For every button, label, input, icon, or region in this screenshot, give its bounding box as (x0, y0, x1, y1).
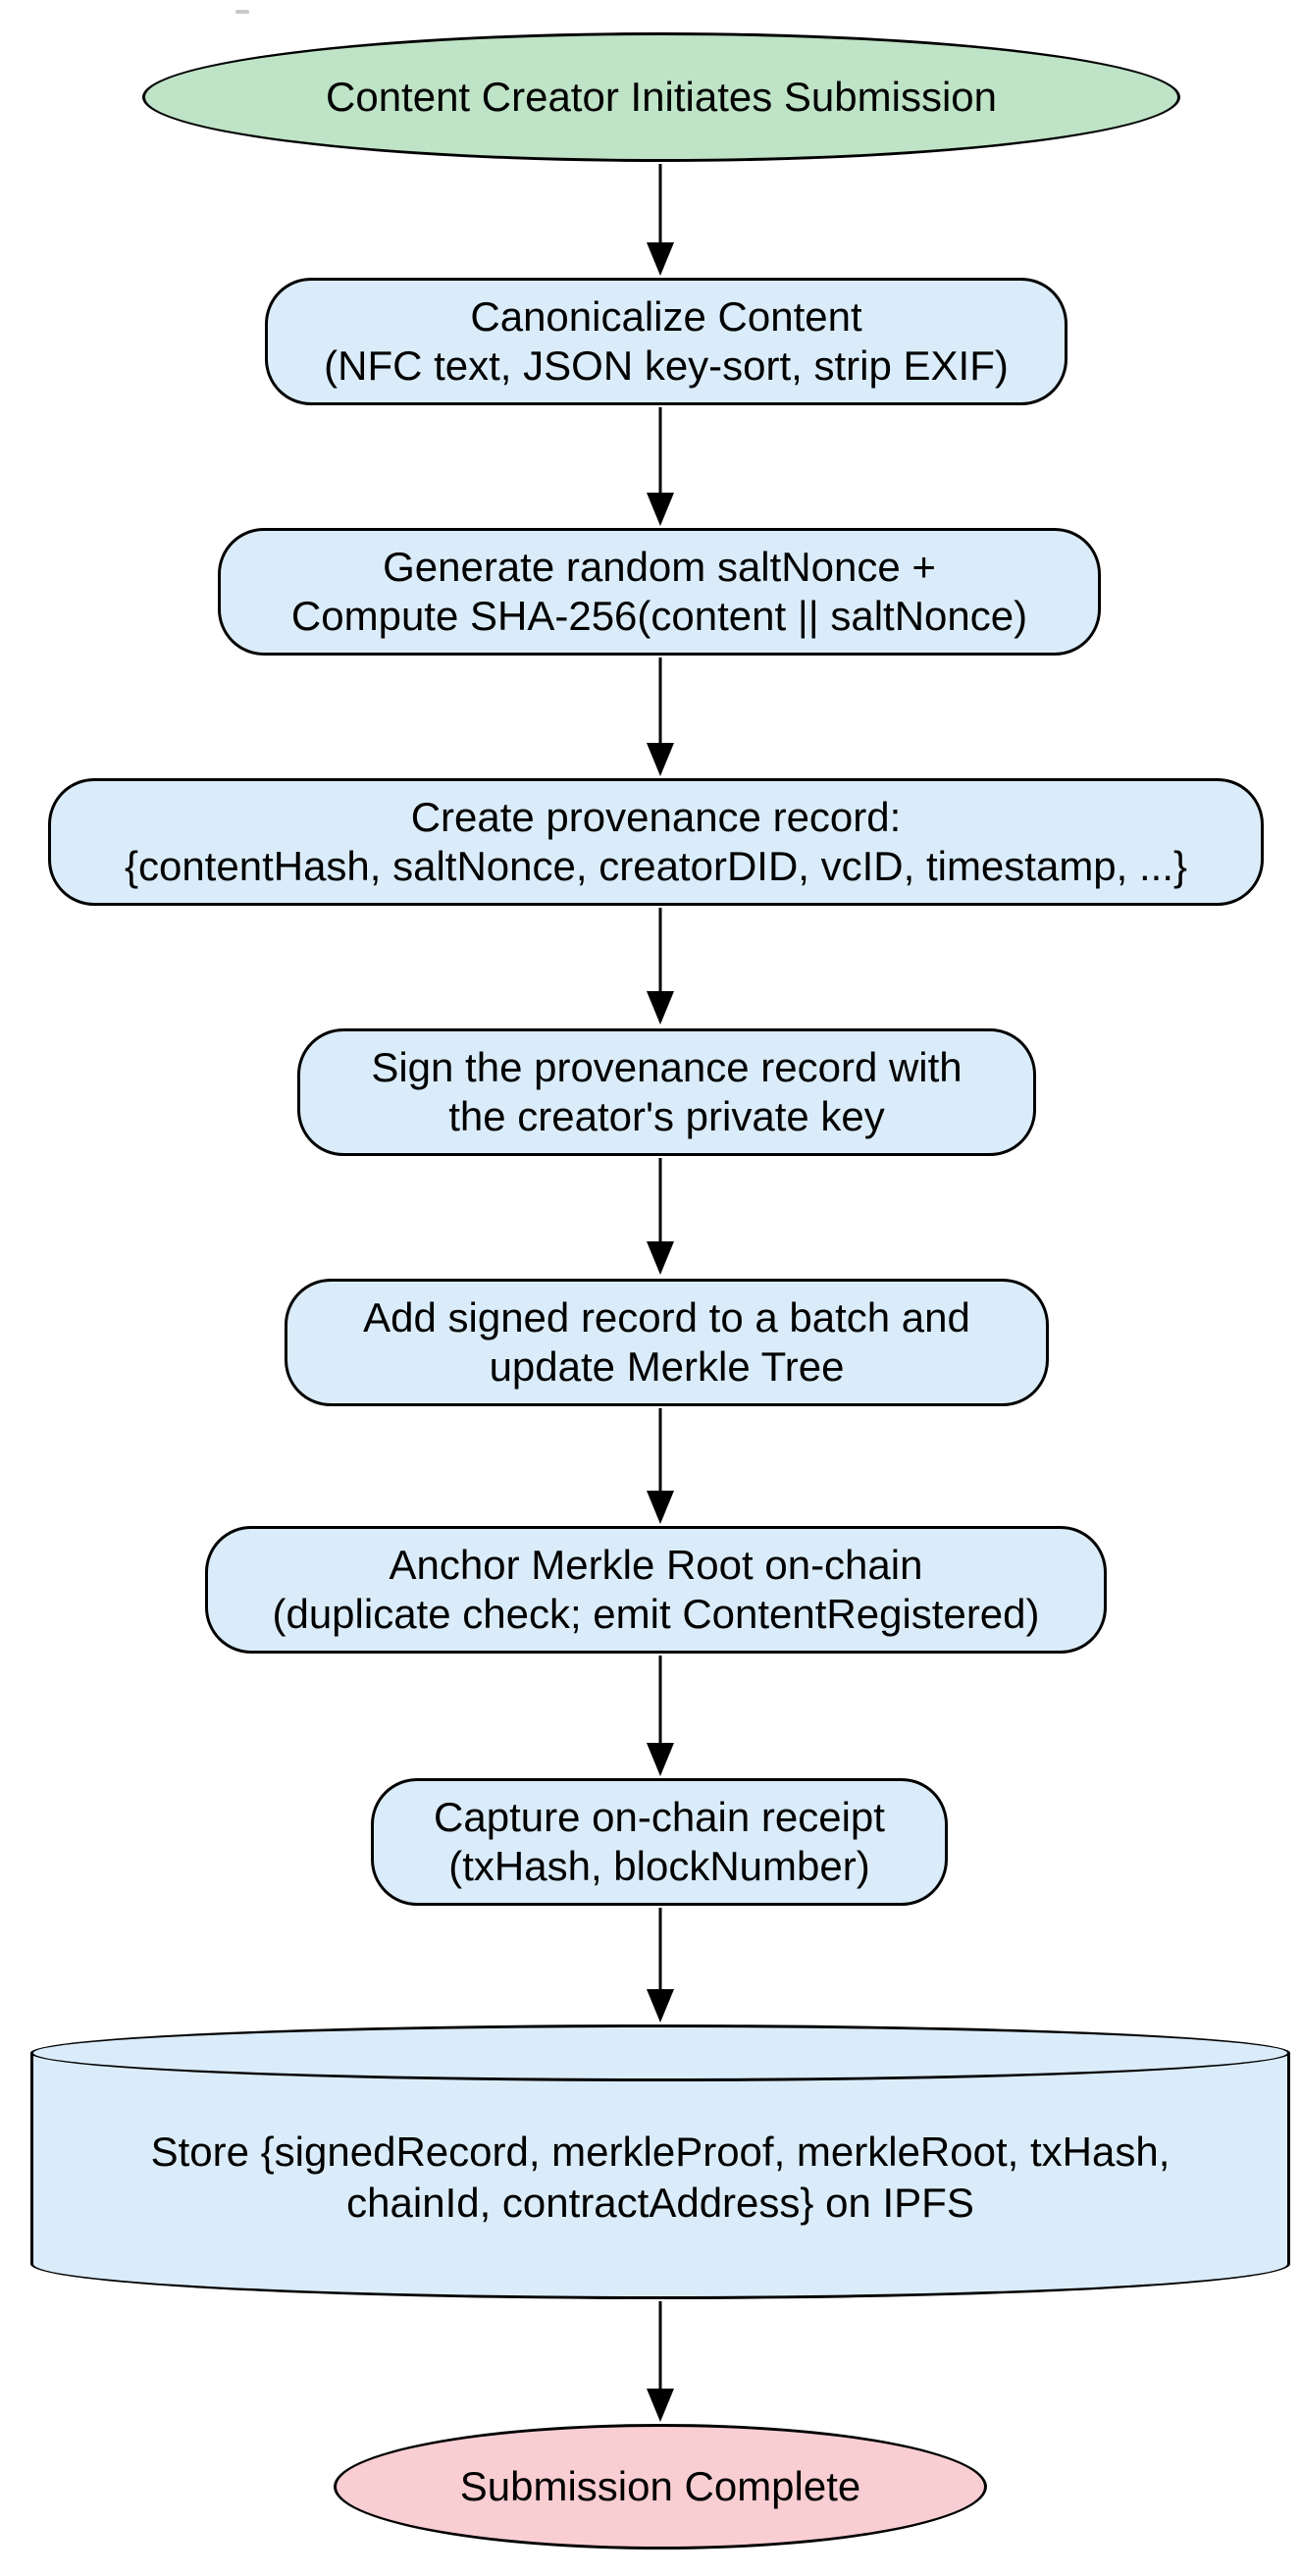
arrowhead-icon (647, 2389, 674, 2422)
node-hash: Generate random saltNonce + Compute SHA-… (218, 528, 1101, 656)
arrow-stem (658, 1908, 662, 1997)
arrow-stem (658, 1158, 662, 1249)
arrowhead-icon (647, 1743, 674, 1776)
node-start-label: Content Creator Initiates Submission (326, 74, 997, 120)
edge-sign-to-batch (647, 1158, 674, 1275)
node-batch: Add signed record to a batch and update … (285, 1279, 1049, 1406)
node-receipt: Capture on-chain receipt (txHash, blockN… (371, 1778, 948, 1906)
node-start: Content Creator Initiates Submission (142, 32, 1180, 162)
arrowhead-icon (647, 1989, 674, 2023)
node-sign-line1: Sign the provenance record with (371, 1044, 963, 1090)
arrow-stem (658, 1408, 662, 1498)
arrowhead-icon (647, 991, 674, 1025)
arrow-stem (658, 657, 662, 751)
node-anchor-line1: Anchor Merkle Root on-chain (389, 1542, 923, 1588)
edge-hash-to-record (647, 657, 674, 776)
arrow-stem (658, 164, 662, 250)
arrow-stem (658, 2301, 662, 2396)
stray-artifact (235, 10, 249, 14)
node-canonicalize-line2: (NFC text, JSON key-sort, strip EXIF) (324, 342, 1009, 389)
node-canonicalize-line1: Canonicalize Content (470, 293, 862, 340)
node-record: Create provenance record: {contentHash, … (48, 778, 1264, 906)
node-store-label: Store {signedRecord, merkleProof, merkle… (30, 2081, 1290, 2274)
arrowhead-icon (647, 743, 674, 776)
edge-anchor-to-receipt (647, 1656, 674, 1776)
node-store-line1: Store {signedRecord, merkleProof, merkle… (150, 2129, 1171, 2175)
node-batch-line1: Add signed record to a batch and (363, 1294, 970, 1341)
node-batch-line2: update Merkle Tree (489, 1343, 845, 1390)
arrowhead-icon (647, 242, 674, 276)
arrow-stem (658, 407, 662, 500)
node-store-line2: chainId, contractAddress} on IPFS (346, 2180, 974, 2226)
arrowhead-icon (647, 1241, 674, 1275)
edge-canonicalize-to-hash (647, 407, 674, 526)
arrowhead-icon (647, 493, 674, 526)
node-anchor: Anchor Merkle Root on-chain (duplicate c… (205, 1526, 1107, 1654)
edge-record-to-sign (647, 908, 674, 1025)
edge-receipt-to-store (647, 1908, 674, 2023)
cylinder-body (30, 2053, 1290, 2299)
node-anchor-line2: (duplicate check; emit ContentRegistered… (272, 1591, 1040, 1637)
arrow-stem (658, 908, 662, 999)
node-end-label: Submission Complete (459, 2463, 861, 2509)
node-sign: Sign the provenance record with the crea… (297, 1028, 1036, 1156)
edge-store-to-end (647, 2301, 674, 2422)
node-store-ipfs: Store {signedRecord, merkleProof, merkle… (30, 2024, 1290, 2299)
arrow-stem (658, 1656, 662, 1751)
node-hash-line1: Generate random saltNonce + (383, 544, 936, 590)
node-receipt-line2: (txHash, blockNumber) (448, 1843, 870, 1889)
node-record-line2: {contentHash, saltNonce, creatorDID, vcI… (124, 843, 1188, 889)
node-canonicalize: Canonicalize Content (NFC text, JSON key… (265, 278, 1067, 405)
node-record-line1: Create provenance record: (410, 794, 902, 840)
cylinder-top-ellipse (30, 2024, 1290, 2081)
node-end: Submission Complete (334, 2424, 987, 2550)
node-hash-line2: Compute SHA-256(content || saltNonce) (290, 593, 1028, 639)
edge-batch-to-anchor (647, 1408, 674, 1524)
node-receipt-line1: Capture on-chain receipt (434, 1794, 885, 1840)
edge-start-to-canonicalize (647, 164, 674, 276)
node-sign-line2: the creator's private key (448, 1093, 885, 1139)
arrowhead-icon (647, 1491, 674, 1524)
